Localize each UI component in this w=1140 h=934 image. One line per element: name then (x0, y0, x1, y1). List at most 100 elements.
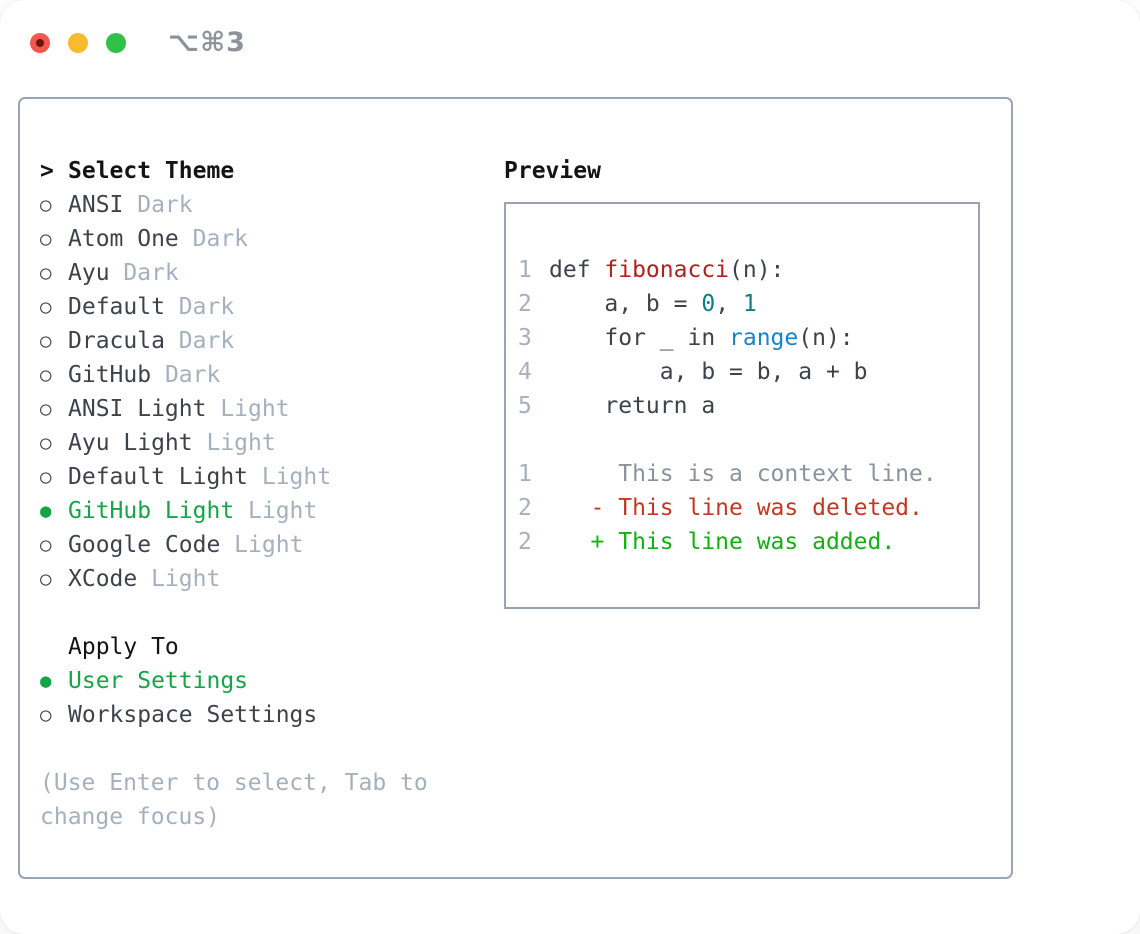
code-segment: a, b = (549, 291, 702, 317)
theme-dialog-panel: > Select Theme ○ ANSI Dark ○ Atom One Da… (18, 97, 1013, 879)
title-bar: ⌥⌘3 (30, 27, 246, 58)
code-line: 3 for _ in range (n): (518, 321, 968, 355)
radio-icon: ○ (40, 466, 52, 488)
theme-label: Default Light (68, 464, 249, 490)
preview-title: Preview (504, 158, 601, 184)
radio-icon: ○ (40, 704, 52, 726)
close-button[interactable] (30, 32, 50, 53)
theme-option-ayu-dark[interactable]: ○ Ayu Dark (40, 256, 500, 290)
code-segment: def (549, 257, 605, 283)
theme-option-default-light[interactable]: ○ Default Light Light (40, 460, 500, 494)
code-segment: return a (549, 393, 716, 419)
window-title: ⌥⌘3 (168, 27, 246, 58)
radio-icon: ○ (40, 194, 52, 216)
theme-variant: Dark (123, 192, 193, 218)
radio-icon: ○ (40, 398, 52, 420)
apply-option-label: Workspace Settings (68, 702, 318, 728)
theme-option-ansi-light[interactable]: ○ ANSI Light Light (40, 392, 500, 426)
theme-variant: Light (192, 430, 276, 456)
theme-variant: Dark (109, 260, 179, 286)
theme-option-google-code[interactable]: ○ Google Code Light (40, 528, 500, 562)
theme-variant: Dark (164, 294, 235, 320)
radio-icon: ○ (40, 262, 52, 284)
radio-icon: ○ (40, 432, 52, 454)
apply-to-header-row: Apply To (40, 630, 500, 664)
theme-list-header-row: > Select Theme (40, 154, 500, 188)
diff-deleted-line: 2 - This line was deleted. (518, 491, 968, 525)
line-number: 3 (518, 325, 532, 351)
code-segment: range (729, 325, 799, 351)
theme-option-default-dark[interactable]: ○ Default Dark (40, 290, 500, 324)
theme-label: ANSI Light (68, 396, 207, 422)
diff-deleted-text: - This line was deleted. (549, 495, 923, 521)
theme-option-dracula-dark[interactable]: ○ Dracula Dark (40, 324, 500, 358)
code-segment: , (715, 291, 743, 317)
theme-label: Ayu (68, 260, 110, 286)
zoom-button[interactable] (106, 32, 126, 53)
line-number: 1 (518, 461, 532, 487)
code-preview-box: 1 def fibonacci (n): 2 a, b = 0 , 1 3 fo… (504, 202, 980, 609)
theme-variant: Light (234, 498, 318, 524)
radio-selected-icon: ● (40, 670, 52, 692)
code-segment: a, b = b, a + b (549, 359, 868, 385)
theme-list-column: > Select Theme ○ ANSI Dark ○ Atom One Da… (40, 154, 500, 834)
code-segment: for _ in (549, 325, 730, 351)
minimize-button[interactable] (68, 32, 88, 53)
theme-option-github-dark[interactable]: ○ GitHub Dark (40, 358, 500, 392)
code-segment: (n): (729, 257, 785, 283)
apply-to-title: Apply To (68, 634, 179, 660)
theme-label: ANSI (68, 192, 124, 218)
preview-column: Preview 1 def fibonacci (n): 2 a, b = 0 … (504, 154, 994, 609)
diff-added-line: 2 + This line was added. (518, 525, 968, 559)
apply-option-workspace-settings[interactable]: ○ Workspace Settings (40, 698, 500, 732)
radio-icon: ○ (40, 364, 52, 386)
theme-label: Atom One (68, 226, 179, 252)
radio-icon: ○ (40, 330, 52, 352)
theme-label: Ayu Light (68, 430, 193, 456)
code-line: 5 return a (518, 389, 968, 423)
theme-option-atom-one-dark[interactable]: ○ Atom One Dark (40, 222, 500, 256)
theme-variant: Light (206, 396, 290, 422)
code-line: 4 a, b = b, a + b (518, 355, 968, 389)
theme-option-xcode[interactable]: ○ XCode Light (40, 562, 500, 596)
line-number: 1 (518, 257, 532, 283)
preview-header-row: Preview (504, 154, 994, 188)
radio-selected-icon: ● (40, 500, 52, 522)
theme-variant: Light (220, 532, 304, 558)
theme-label: GitHub Light (68, 498, 235, 524)
theme-option-ayu-light[interactable]: ○ Ayu Light Light (40, 426, 500, 460)
line-number: 2 (518, 495, 532, 521)
radio-icon: ○ (40, 568, 52, 590)
code-line: 2 a, b = 0 , 1 (518, 287, 968, 321)
code-segment: fibonacci (604, 257, 730, 283)
theme-variant: Dark (178, 226, 249, 252)
theme-option-ansi-dark[interactable]: ○ ANSI Dark (40, 188, 500, 222)
diff-context-text: This is a context line. (549, 461, 937, 487)
radio-icon: ○ (40, 228, 52, 250)
section-gap (40, 596, 500, 630)
keyboard-hint: (Use Enter to select, Tab to change focu… (40, 770, 428, 830)
theme-label: GitHub (68, 362, 152, 388)
close-dot-icon (36, 38, 44, 47)
radio-icon: ○ (40, 296, 52, 318)
theme-label: XCode (68, 566, 138, 592)
apply-option-user-settings[interactable]: ● User Settings (40, 664, 500, 698)
code-segment: (n): (798, 325, 854, 351)
theme-label: Default (68, 294, 165, 320)
theme-label: Google Code (68, 532, 221, 558)
diff-added-text: + This line was added. (549, 529, 896, 555)
line-number: 5 (518, 393, 532, 419)
theme-variant: Dark (164, 328, 235, 354)
theme-list-title: Select Theme (68, 158, 235, 184)
radio-icon: ○ (40, 534, 52, 556)
apply-option-label: User Settings (68, 668, 249, 694)
diff-context-line: 1 This is a context line. (518, 457, 968, 491)
theme-label: Dracula (68, 328, 165, 354)
line-number: 4 (518, 359, 532, 385)
blank-line (518, 423, 968, 457)
theme-option-github-light[interactable]: ● GitHub Light Light (40, 494, 500, 528)
theme-variant: Light (137, 566, 221, 592)
code-segment: 1 (742, 291, 757, 317)
line-number: 2 (518, 291, 532, 317)
